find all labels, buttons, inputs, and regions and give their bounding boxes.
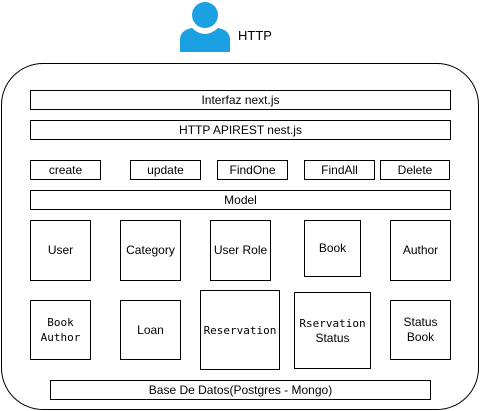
interface-layer-label: Interfaz next.js <box>201 92 280 107</box>
entity-reservation: Reservation <box>200 290 280 370</box>
entity-status-book: Status Book <box>390 300 451 360</box>
op-findall-label: FindAll <box>321 162 358 177</box>
api-layer-label: HTTP APIREST nest.js <box>179 122 302 137</box>
model-layer: Model <box>30 190 451 210</box>
entity-status-book-line1: Status <box>403 315 438 329</box>
op-update: update <box>130 160 201 180</box>
op-findall: FindAll <box>304 160 375 180</box>
entity-user-role-label: User Role <box>213 243 268 257</box>
entity-reservation-status-line1: Rservation <box>299 316 366 330</box>
entity-author: Author <box>390 220 451 281</box>
entity-book-label: Book <box>318 241 347 255</box>
interface-layer: Interfaz next.js <box>30 90 451 110</box>
entity-book: Book <box>304 220 361 277</box>
op-findone-label: FindOne <box>229 162 276 177</box>
entity-reservation-status: Rservation Status <box>294 292 371 369</box>
model-layer-label: Model <box>224 192 257 207</box>
entity-reservation-status-line2: Status <box>315 330 350 345</box>
actor-label: HTTP <box>238 28 272 43</box>
entity-book-author: Book Author <box>30 300 91 360</box>
entity-status-book-line2: Book <box>406 330 435 344</box>
entity-category-label: Category <box>126 243 175 257</box>
op-update-label: update <box>147 162 184 177</box>
entity-user-role: User Role <box>210 220 271 281</box>
entity-book-author-label: Book Author <box>41 315 81 345</box>
database-layer-label: Base De Datos(Postgres - Mongo) <box>148 382 333 397</box>
entity-author-label: Author <box>402 243 439 257</box>
op-delete-label: Delete <box>397 162 433 177</box>
entity-user-label: User <box>47 243 74 257</box>
op-delete: Delete <box>380 160 450 180</box>
entity-reservation-status-label: Rservation Status <box>299 316 365 346</box>
entity-book-author-line1: Book <box>47 316 74 329</box>
op-create-label: create <box>48 162 83 177</box>
entity-loan: Loan <box>120 300 181 360</box>
entity-reservation-label: Reservation <box>203 323 277 337</box>
api-layer: HTTP APIREST nest.js <box>30 120 451 140</box>
user-icon <box>180 2 230 52</box>
entity-user: User <box>30 220 91 281</box>
entity-status-book-label: Status Book <box>403 315 437 345</box>
entity-book-author-line2: Author <box>40 331 81 344</box>
entity-category: Category <box>120 220 181 281</box>
entity-loan-label: Loan <box>137 322 164 337</box>
op-create: create <box>30 160 101 180</box>
database-layer: Base De Datos(Postgres - Mongo) <box>50 380 431 400</box>
op-findone: FindOne <box>217 160 288 180</box>
